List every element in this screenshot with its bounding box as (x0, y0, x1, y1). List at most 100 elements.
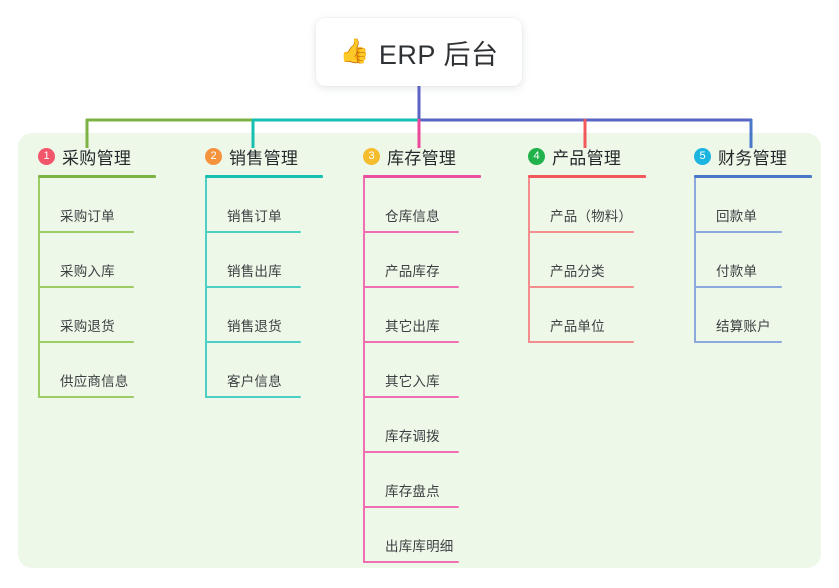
root-node[interactable]: 👍 ERP 后台 (316, 18, 522, 86)
branch-item-underline (38, 341, 134, 343)
branch-item-underline (694, 286, 782, 288)
branch-item-underline (38, 231, 134, 233)
branch-item-underline (205, 341, 301, 343)
branch-item-label: 供应商信息 (60, 374, 129, 389)
branch-item[interactable]: 产品（物料） (528, 178, 646, 233)
branch-item-label: 产品单位 (550, 319, 605, 334)
branch-item-list: 回款单付款单结算账户 (694, 178, 812, 343)
branch-item-label: 销售退货 (227, 319, 282, 334)
branch-item-underline (528, 286, 634, 288)
branch-spine (694, 178, 696, 343)
branch-item-label: 付款单 (716, 264, 758, 279)
branch-number-badge: 2 (205, 147, 222, 165)
branch-item-underline (528, 341, 634, 343)
branch-panel (18, 133, 821, 568)
branch-spine (38, 178, 40, 398)
branch-item-underline (363, 451, 459, 453)
thumbs-up-icon: 👍 (339, 38, 370, 65)
branch-item-label: 其它出库 (385, 319, 440, 334)
branch-number-badge: 5 (694, 147, 711, 165)
branch-item-underline (205, 396, 301, 398)
branch-item-list: 采购订单采购入库采购退货供应商信息 (38, 178, 156, 398)
branch-item-list: 仓库信息产品库存其它出库其它入库库存调拨库存盘点出库库明细 (363, 178, 481, 563)
branch-header-underline (528, 175, 646, 178)
branch-header-underline (363, 175, 481, 178)
branch-item[interactable]: 销售退货 (205, 288, 323, 343)
branch-item-underline (363, 341, 459, 343)
branch-column-4: 4 产品管理产品（物料） 产品分类产品单位 (528, 143, 646, 343)
branch-item[interactable]: 仓库信息 (363, 178, 481, 233)
branch-number-badge: 3 (363, 147, 380, 165)
branch-title: 财务管理 (718, 148, 788, 168)
branch-number-badge: 4 (528, 147, 545, 165)
branch-header-underline (694, 175, 812, 178)
branch-item-underline (694, 231, 782, 233)
branch-item-label: 产品库存 (385, 264, 440, 279)
branch-item-label: 结算账户 (716, 319, 771, 334)
branch-item-label: 产品分类 (550, 264, 605, 279)
branch-item[interactable]: 销售出库 (205, 233, 323, 288)
branch-item[interactable]: 其它入库 (363, 343, 481, 398)
branch-item[interactable]: 付款单 (694, 233, 812, 288)
branch-item-underline (363, 561, 459, 563)
branch-item-label: 回款单 (716, 209, 758, 224)
branch-item-underline (363, 231, 459, 233)
branch-item[interactable]: 回款单 (694, 178, 812, 233)
branch-item-underline (38, 286, 134, 288)
branch-item-underline (363, 506, 459, 508)
branch-header[interactable]: 3 库存管理 (363, 143, 481, 169)
branch-item-label: 库存调拨 (385, 429, 440, 444)
branch-item-label: 仓库信息 (385, 209, 440, 224)
branch-title: 产品管理 (552, 148, 622, 168)
branch-item[interactable]: 库存盘点 (363, 453, 481, 508)
branch-item-label: 采购退货 (60, 319, 115, 334)
branch-header[interactable]: 4 产品管理 (528, 143, 646, 169)
root-node-label: 👍 ERP 后台 (340, 33, 499, 72)
branch-item[interactable]: 采购退货 (38, 288, 156, 343)
branch-item[interactable]: 产品分类 (528, 233, 646, 288)
branch-item-underline (363, 286, 459, 288)
branch-item-label: 客户信息 (227, 374, 282, 389)
branch-column-2: 2 销售管理销售订单销售出库销售退货客户信息 (205, 143, 323, 398)
branch-item-label: 采购订单 (60, 209, 115, 224)
branch-item-underline (38, 396, 134, 398)
branch-spine (528, 178, 530, 343)
branch-item[interactable]: 采购入库 (38, 233, 156, 288)
branch-header-underline (38, 175, 156, 178)
branch-item-underline (205, 231, 301, 233)
branch-item[interactable]: 采购订单 (38, 178, 156, 233)
branch-item[interactable]: 结算账户 (694, 288, 812, 343)
branch-item-underline (694, 341, 782, 343)
branch-item-label: 产品（物料） (550, 209, 633, 224)
branch-spine (363, 178, 365, 563)
root-node-text: ERP 后台 (378, 39, 499, 70)
branch-title: 销售管理 (229, 148, 299, 168)
branch-title: 采购管理 (62, 148, 132, 168)
branch-item-label: 销售订单 (227, 209, 282, 224)
branch-title: 库存管理 (387, 148, 457, 168)
branch-item-underline (205, 286, 301, 288)
branch-item[interactable]: 其它出库 (363, 288, 481, 343)
branch-item-label: 采购入库 (60, 264, 115, 279)
branch-item-label: 出库库明细 (385, 539, 454, 554)
branch-item[interactable]: 出库库明细 (363, 508, 481, 563)
branch-item-label: 库存盘点 (385, 484, 440, 499)
branch-item-underline (363, 396, 459, 398)
branch-item[interactable]: 库存调拨 (363, 398, 481, 453)
branch-spine (205, 178, 207, 398)
branch-header-underline (205, 175, 323, 178)
branch-header[interactable]: 5 财务管理 (694, 143, 812, 169)
branch-item[interactable]: 供应商信息 (38, 343, 156, 398)
branch-item-underline (528, 231, 634, 233)
branch-item-label: 其它入库 (385, 374, 440, 389)
branch-item[interactable]: 产品库存 (363, 233, 481, 288)
branch-item-label: 销售出库 (227, 264, 282, 279)
branch-item[interactable]: 客户信息 (205, 343, 323, 398)
branch-item[interactable]: 产品单位 (528, 288, 646, 343)
branch-header[interactable]: 2 销售管理 (205, 143, 323, 169)
branch-item[interactable]: 销售订单 (205, 178, 323, 233)
branch-item-list: 销售订单销售出库销售退货客户信息 (205, 178, 323, 398)
